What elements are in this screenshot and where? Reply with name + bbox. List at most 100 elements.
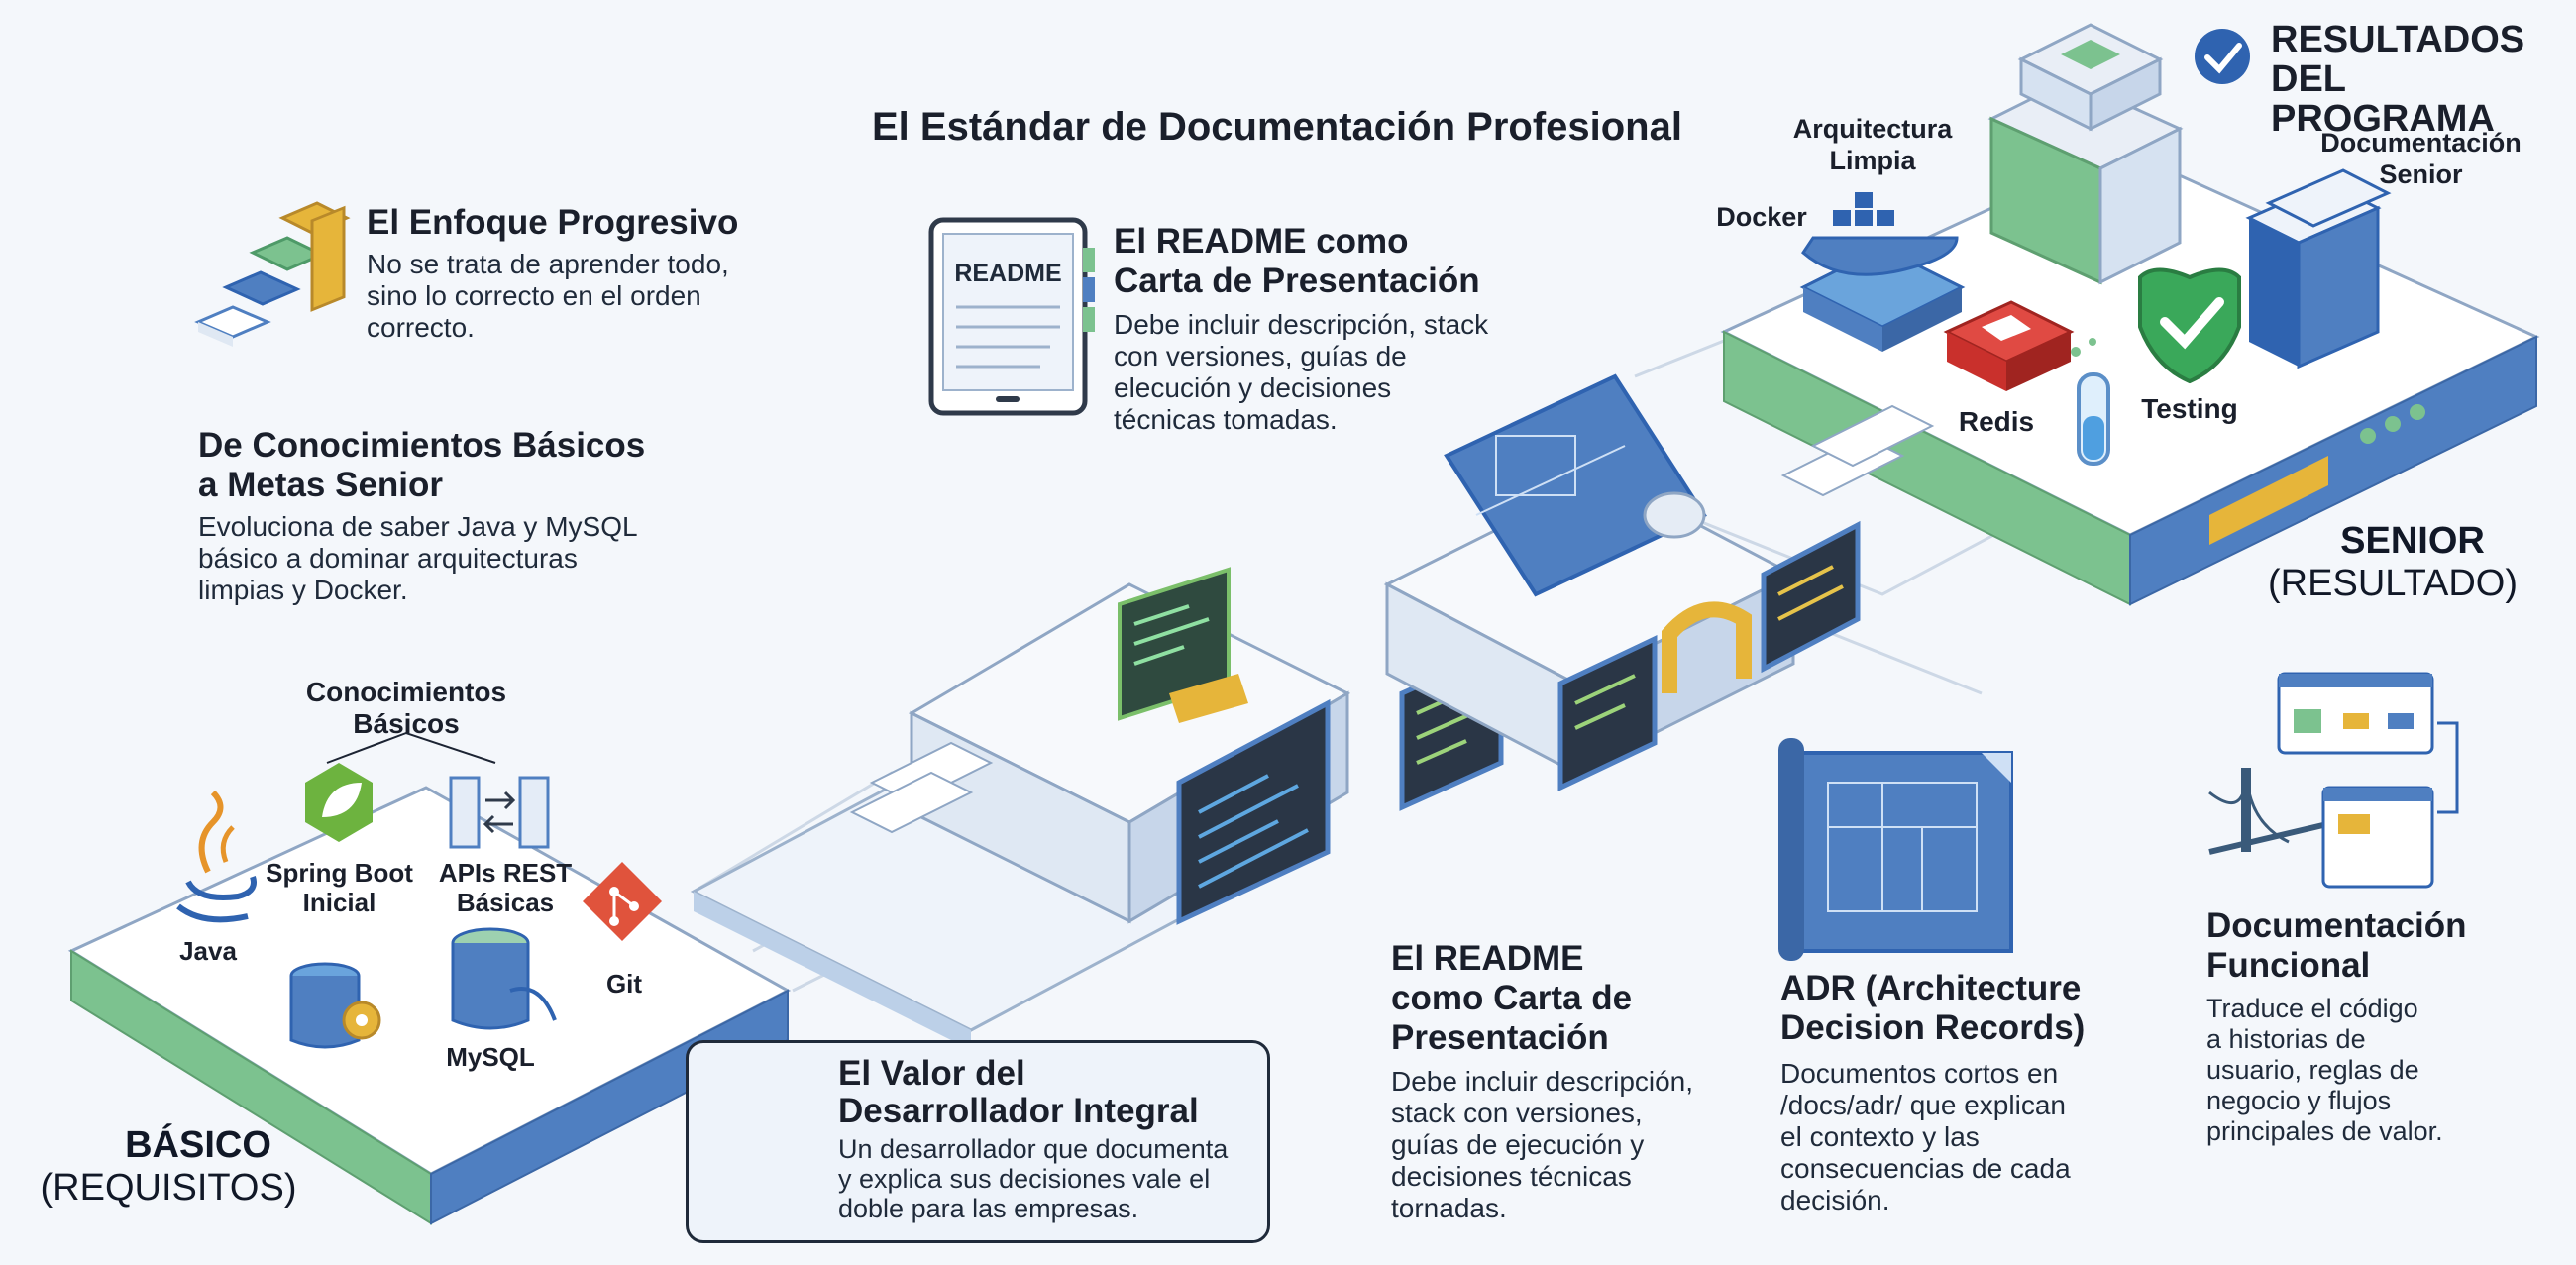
basic-level-title: BÁSICO [125, 1124, 271, 1166]
git-icon [583, 862, 662, 941]
database-gear-icon [289, 962, 381, 1049]
adr-text-line: decisión. [1780, 1185, 1890, 1215]
basics-to-senior-section: De Conocimientos Básicos a Metas Senior … [198, 426, 645, 606]
results-title-line1: RESULTADOS [2271, 19, 2525, 60]
basics-to-senior-text: Evoluciona de saber Java y MySQL básico … [198, 511, 645, 606]
redis-label: Redis [1958, 406, 2035, 437]
basic-level-subtitle: (REQUISITOS) [40, 1167, 297, 1209]
apis-rest-label-line: APIs REST [438, 858, 573, 888]
spring-boot-icon [305, 763, 373, 842]
functional-docs-text: Traduce el código a historias de usuario… [2206, 994, 2467, 1147]
integral-value-section: El Valor del Desarrollador Integral Un d… [838, 1055, 1228, 1224]
readme-bottom-title-line: Presentación [1391, 1018, 1609, 1057]
clean-architecture-label: Arquitectura Limpia [1773, 113, 1972, 176]
progressive-text-line: No se trata de aprender todo, [367, 249, 729, 279]
apis-rest-label: APIs REST Básicas [416, 858, 594, 917]
senior-level-title: SENIOR [2340, 520, 2485, 562]
readme-top-text-line: técnicas tomadas. [1114, 404, 1338, 435]
docker-whale-icon [1799, 192, 1966, 352]
readme-bottom-text: Debe incluir descripción, stack con vers… [1391, 1066, 1693, 1224]
readme-bottom-text-line: Debe incluir descripción, [1391, 1066, 1694, 1097]
senior-docs-label-line: Senior [2379, 159, 2463, 189]
senior-level: SENIOR (RESULTADO) [2249, 520, 2536, 605]
adr-text-line: Documentos cortos en [1780, 1058, 2059, 1089]
mysql-label: MySQL [446, 1042, 535, 1072]
functional-docs-title-line: Funcional [2206, 946, 2371, 985]
knowledge-label: Conocimientos Básicos [287, 677, 525, 740]
knowledge-connector [326, 731, 496, 764]
flow-diagram-icon [2277, 672, 2459, 889]
apis-rest-label-line: Básicas [456, 888, 555, 917]
adr-text: Documentos cortos en /docs/adr/ que expl… [1780, 1058, 2085, 1216]
clean-architecture-label-line: Arquitectura [1792, 114, 1953, 144]
results-title: RESULTADOS DEL PROGRAMA [2271, 20, 2576, 139]
readme-bottom-text-line: decisiones técnicas [1391, 1161, 1632, 1192]
adr-title: ADR (Architecture Decision Records) [1780, 969, 2085, 1048]
readme-bottom-text-line: stack con versiones, [1391, 1098, 1643, 1128]
basics-to-senior-text-line: básico a dominar arquitecturas [198, 543, 578, 574]
readme-top-text-line: con versiones, guías de [1114, 341, 1407, 371]
readme-top-text: Debe incluir descripción, stack con vers… [1114, 309, 1488, 436]
functional-docs-text-line: negocio y flujos [2206, 1086, 2392, 1115]
testing-label: Testing [2141, 393, 2238, 424]
main-title: El Estándar de Documentación Profesional [872, 105, 1682, 149]
adr-text-line: consecuencias de cada [1780, 1153, 2071, 1184]
clean-architecture-label-line: Limpia [1829, 146, 1916, 175]
readme-bottom-section: El README como Carta de Presentación Deb… [1391, 939, 1693, 1224]
readme-tablet-icon [928, 217, 1095, 416]
progressive-text-line: sino lo correcto en el orden [367, 280, 701, 311]
basic-level: BÁSICO (REQUISITOS) [41, 1124, 297, 1210]
git-label: Git [605, 969, 643, 999]
functional-docs-text-line: usuario, reglas de [2206, 1055, 2419, 1085]
readme-top-text-line: Debe incluir descripción, stack [1114, 309, 1489, 340]
integral-value-text-line: Un desarrollador que documenta [838, 1134, 1229, 1164]
clean-architecture-cubes [1987, 23, 2184, 285]
docker-label: Docker [1716, 202, 1807, 232]
basics-to-senior-title-line: De Conocimientos Básicos [198, 426, 646, 465]
functional-docs-text-line: principales de valor. [2206, 1116, 2443, 1146]
basics-to-senior-title-line: a Metas Senior [198, 466, 444, 504]
basics-to-senior-text-line: Evoluciona de saber Java y MySQL [198, 511, 638, 542]
mysql-icon [451, 927, 557, 1030]
knowledge-label-line: Conocimientos [305, 677, 507, 707]
readme-bottom-title-line: El README [1391, 939, 1584, 978]
progressive-title: El Enfoque Progresivo [367, 203, 739, 242]
adr-section: ADR (Architecture Decision Records) Docu… [1780, 969, 2085, 1216]
integral-value-title-line: Desarrollador Integral [838, 1092, 1199, 1130]
progressive-section: El Enfoque Progresivo No se trata de apr… [367, 203, 738, 344]
readme-bottom-text-line: guías de ejecución y [1391, 1129, 1645, 1160]
integral-value-title-line: El Valor del [838, 1054, 1025, 1093]
integral-value-title: El Valor del Desarrollador Integral [838, 1055, 1228, 1130]
progressive-text-line: correcto. [367, 312, 475, 343]
check-circle-icon [2195, 29, 2250, 84]
adr-title-line: ADR (Architecture [1780, 969, 2082, 1007]
basics-to-senior-title: De Conocimientos Básicos a Metas Senior [198, 426, 645, 505]
spring-boot-label: Spring Boot Inicial [253, 858, 426, 917]
redis-icon [1943, 300, 2075, 391]
readme-bottom-title-line: como Carta de [1391, 979, 1633, 1017]
senior-docs-label: Documentación Senior [2295, 127, 2547, 190]
adr-title-line: Decision Records) [1780, 1008, 2086, 1047]
knowledge-label-line: Básicos [353, 708, 460, 739]
adr-blueprint-icon [1778, 738, 2013, 961]
java-icon [176, 790, 257, 923]
readme-tablet-label: README [954, 260, 1062, 287]
functional-docs-text-line: Traduce el código [2206, 994, 2418, 1023]
java-label: Java [179, 936, 237, 966]
integral-value-card [686, 1040, 1270, 1243]
readme-top-title-line: El README como [1114, 222, 1409, 261]
functional-docs-text-line: a historias de [2206, 1024, 2366, 1054]
readme-top-text-line: elecución y decisiones [1114, 372, 1392, 403]
functional-docs-title: Documentación Funcional [2206, 906, 2467, 986]
spring-boot-label-line: Spring Boot [266, 858, 413, 888]
readme-top-title-line: Carta de Presentación [1114, 262, 1480, 300]
books-icon [2245, 168, 2392, 369]
adr-text-line: el contexto y las [1780, 1121, 1980, 1152]
integral-value-text: Un desarrollador que documenta y explica… [838, 1134, 1228, 1223]
api-rest-icon [449, 776, 550, 849]
functional-docs-section: Documentación Funcional Traduce el códig… [2206, 906, 2467, 1147]
senior-level-subtitle: (RESULTADO) [2268, 563, 2518, 604]
integral-value-text-line: y explica sus decisiones vale el [838, 1164, 1211, 1194]
test-tube-icon [2071, 338, 2110, 466]
